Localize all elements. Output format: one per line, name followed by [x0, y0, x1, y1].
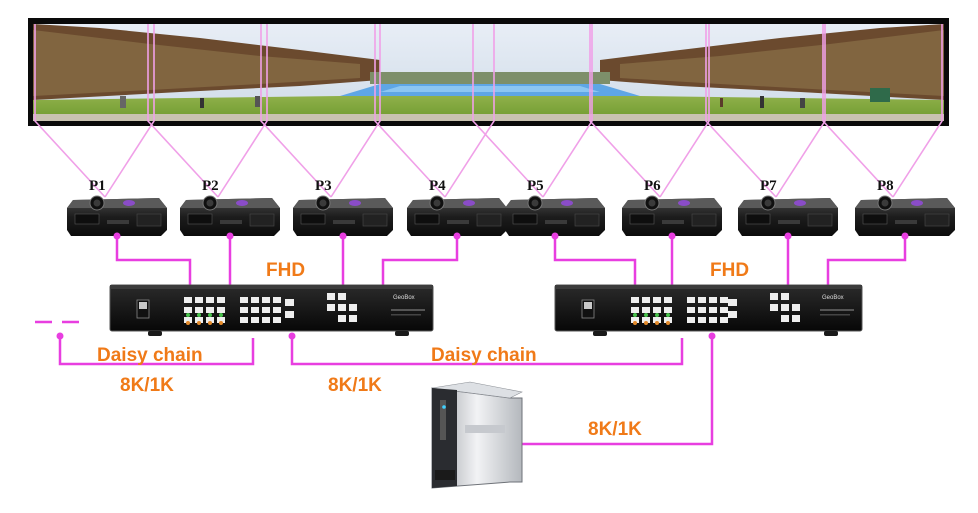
video-processor-2: GeoBox: [554, 284, 863, 336]
projector-label-p3: P3: [315, 178, 332, 194]
resolution-label-server: 8K/1K: [588, 419, 642, 440]
processor-brand-2: GeoBox: [822, 295, 844, 301]
projector-label-p6: P6: [644, 178, 661, 194]
projection-lines: [34, 24, 943, 198]
cable-server: [522, 336, 714, 446]
media-server: [431, 381, 523, 489]
projector-p3: P3: [293, 178, 393, 236]
projector-label-p7: P7: [760, 178, 777, 194]
video-processor-1: GeoBox: [109, 284, 434, 336]
projector-label-p1: P1: [89, 178, 106, 194]
projector-p5: P5: [505, 178, 605, 236]
cable-daisy-left: [58, 336, 255, 366]
projection-beam-p5: [472, 24, 593, 198]
projector-label-p4: P4: [429, 178, 446, 194]
fhd-label-left: FHD: [266, 260, 305, 281]
projection-beam-p8: [822, 24, 943, 198]
projection-beam-p1: [34, 24, 155, 198]
cable-daisy-center: [290, 336, 684, 366]
resolution-label-left: 8K/1K: [120, 375, 174, 396]
cable-p5: [553, 236, 637, 286]
daisy-chain-label-left: Daisy chain: [97, 345, 203, 366]
projector-label-p5: P5: [527, 178, 544, 194]
projection-beam-p7: [705, 24, 826, 198]
projection-beam-p3: [260, 24, 381, 198]
projector-label-p2: P2: [202, 178, 219, 194]
projector-label-p8: P8: [877, 178, 894, 194]
projector-p7: P7: [738, 178, 838, 236]
projection-screen: [28, 18, 949, 126]
cable-endpoints: [56, 232, 909, 340]
projector-p1: P1: [67, 178, 167, 236]
projection-beam-p4: [374, 24, 495, 198]
cable-p8: [826, 236, 907, 286]
fhd-label-right: FHD: [710, 260, 749, 281]
projector-row: P1 P2 P3 P4 P5 P6 P7 P8: [67, 178, 955, 236]
cables: [58, 236, 907, 446]
panoramic-garden-photo: [33, 24, 944, 121]
resolution-label-center: 8K/1K: [328, 375, 382, 396]
processor-brand-1: GeoBox: [393, 295, 415, 301]
projector-p6: P6: [622, 178, 722, 236]
daisy-chain-label-center: Daisy chain: [431, 345, 537, 366]
projector-p8: P8: [855, 178, 955, 236]
cable-p1: [115, 236, 192, 286]
projection-beam-p2: [147, 24, 268, 198]
projection-beam-p6: [589, 24, 710, 198]
projector-p4: P4: [407, 178, 507, 236]
cable-p4: [381, 236, 459, 286]
projector-p2: P2: [180, 178, 280, 236]
